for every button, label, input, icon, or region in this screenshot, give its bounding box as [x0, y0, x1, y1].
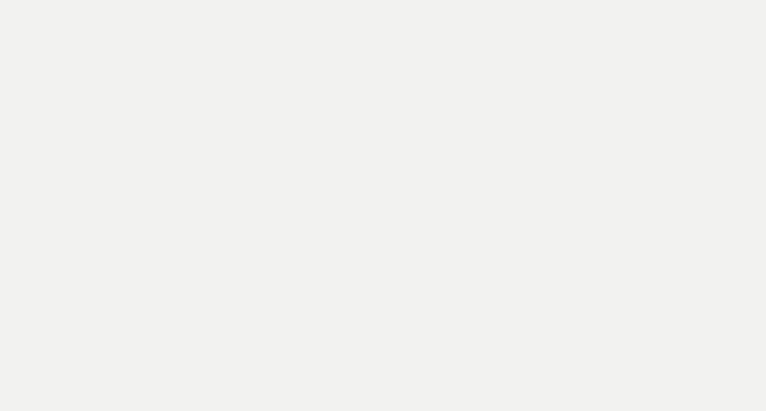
ascii-protocol-flow-diagram [0, 0, 766, 411]
